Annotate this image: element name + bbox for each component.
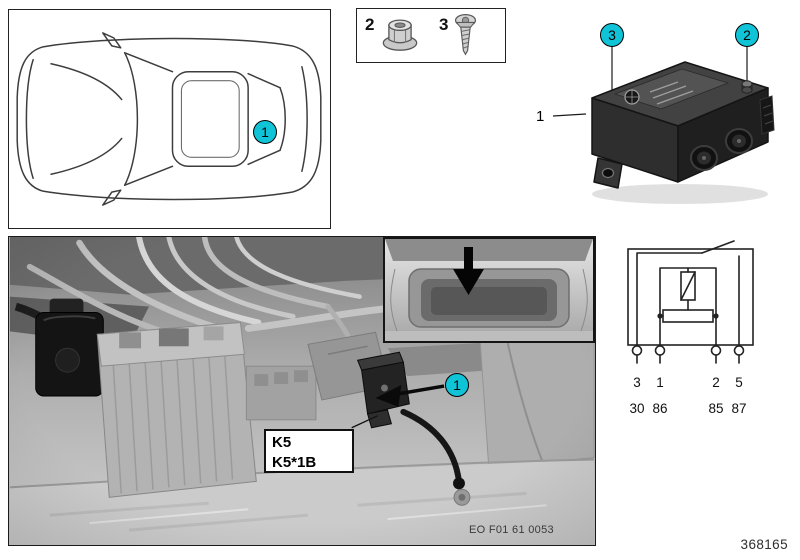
svg-text:30: 30 [629,401,644,416]
photo-reference-code: EO F01 61 0053 [469,524,554,536]
svg-text:86: 86 [652,401,667,416]
screw-icon [455,13,477,56]
fin-lines [762,104,774,125]
svg-text:87: 87 [731,401,746,416]
rear-window-arc [279,86,286,152]
svg-text:5: 5 [735,375,743,390]
pin-number-labels: 3 1 2 5 [633,375,743,390]
relay-id-label: K5 K5*1B [264,429,354,473]
terminal-87 [733,345,745,356]
trunk-view-drawing [385,239,593,341]
diagram-number: 368165 [740,537,788,552]
c-pillar-top [247,72,281,89]
terminal-86 [654,345,666,356]
relay-circuit-schematic: 3 1 2 5 30 86 85 87 [610,238,790,428]
stud [741,80,753,94]
hood-line-top [50,63,123,101]
hardware-item-nut: 2 [357,9,431,62]
pin30-conductor [636,252,703,346]
bmw-roundel-icon [624,89,640,105]
a-pillar-top [123,52,174,73]
roof-panel [171,70,249,168]
windshield-arc [123,52,139,186]
schematic-drawing: 3 1 2 5 30 86 85 87 [627,240,754,416]
relay-code: K5 [272,434,292,451]
a-pillar-bottom [123,165,174,186]
relay-shadow [592,184,768,204]
relay-item-panel: 3 2 1 [520,12,792,217]
callout-3-screw[interactable]: 3 [600,23,624,47]
mirror-left-icon [102,32,122,49]
mounting-hole [601,167,615,179]
down-arrow-icon [453,247,484,295]
relay-connector-barrels [690,128,753,171]
svg-text:3: 3 [633,375,641,390]
callout-3-label[interactable]: 3 [439,15,449,34]
hardware-item-screw: 3 [431,9,505,62]
relay-variant-code: K5*1B [272,453,317,471]
svg-text:1: 1 [656,375,664,390]
hardware-panel: 2 3 [356,8,506,63]
c-pillar-bottom [247,149,281,166]
svg-text:2: 2 [712,375,720,390]
car-body-outline [16,37,322,201]
callout-1-photo[interactable]: 1 [445,373,469,397]
rear-shelf [385,239,593,261]
sunroof-panel [180,80,240,158]
front-bumper-line [25,59,34,179]
flange-nut-icon [383,19,418,51]
location-photo-panel: 1 K5 K5*1B EO F01 61 0053 [8,236,596,546]
terminal-30 [631,345,643,356]
din-terminal-labels: 30 86 85 87 [629,401,746,416]
car-location-panel: 1 [8,9,331,229]
schematic-outline [627,248,754,346]
callout-2-nut[interactable]: 2 [735,23,759,47]
relay-drawing [552,46,775,204]
terminal-85 [710,345,722,356]
hood-line-bottom [50,137,123,175]
resistor-symbol [662,309,714,323]
item-1-label[interactable]: 1 [536,108,545,125]
trunk-line [301,65,308,173]
callout-2-label[interactable]: 2 [365,15,375,34]
relay-label-panel [613,68,730,110]
svg-text:85: 85 [708,401,723,416]
trunk-inset-view [383,237,595,343]
switch-blade [701,240,735,254]
callout-1-car[interactable]: 1 [253,120,277,144]
label-text-marks [649,81,694,105]
bumper-edge [385,331,593,341]
car-top-view-drawing [16,32,322,206]
mirror-right-icon [102,189,122,206]
